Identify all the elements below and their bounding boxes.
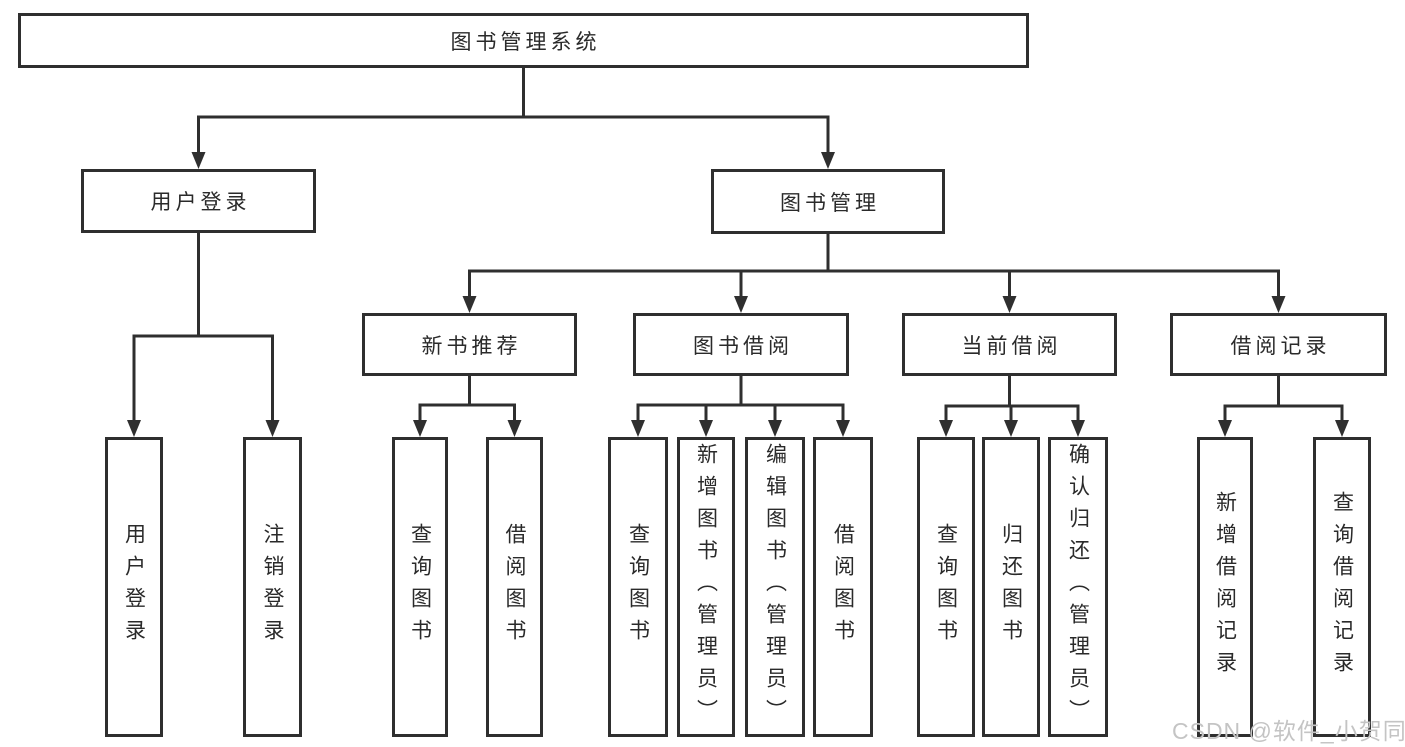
node-label: 借阅图书	[831, 523, 855, 651]
node-label: 用户登录	[122, 523, 146, 651]
leaf-borrow-books-recommend: 借阅图书	[486, 437, 543, 737]
leaf-add-borrow-record: 新增借阅记录	[1197, 437, 1253, 737]
connector-user-login-to-leaves	[127, 233, 280, 437]
leaf-user-login: 用户登录	[105, 437, 163, 737]
node-library-management-system: 图书管理系统	[18, 13, 1029, 68]
node-user-login: 用户登录	[81, 169, 316, 233]
leaf-query-books-borrow: 查询图书	[608, 437, 668, 737]
node-label: 查询图书	[934, 523, 958, 651]
node-label: 图书借阅	[693, 334, 793, 358]
node-label: 注销登录	[261, 523, 284, 651]
node-label: 归还图书	[999, 523, 1023, 651]
node-book-management: 图书管理	[711, 169, 945, 234]
connector-book-borrow-to-leaves	[631, 376, 850, 437]
leaf-borrow-books: 借阅图书	[813, 437, 873, 737]
leaf-return-books: 归还图书	[982, 437, 1040, 737]
node-label: 借阅记录	[1230, 334, 1331, 358]
connector-new-books-to-leaves	[413, 376, 522, 437]
node-label: 编辑图书（管理员）	[763, 443, 787, 731]
leaf-query-books-recommend: 查询图书	[392, 437, 448, 737]
connector-borrow-records-to-leaves	[1218, 376, 1349, 437]
connector-book-management-to-sections	[462, 234, 1286, 313]
node-book-borrowing: 图书借阅	[633, 313, 849, 376]
connector-root-to-branches	[191, 68, 835, 169]
connector-current-borrow-to-leaves	[939, 376, 1085, 437]
node-current-borrowing: 当前借阅	[902, 313, 1117, 376]
node-label: 借阅图书	[503, 523, 526, 651]
node-borrowing-records: 借阅记录	[1170, 313, 1387, 376]
node-label: 查询图书	[408, 523, 432, 651]
leaf-edit-books-admin: 编辑图书（管理员）	[745, 437, 805, 737]
node-label: 新书推荐	[421, 334, 522, 358]
leaf-confirm-return-admin: 确认归还（管理员）	[1048, 437, 1108, 737]
leaf-add-books-admin: 新增图书（管理员）	[677, 437, 735, 737]
leaf-query-borrow-record: 查询借阅记录	[1313, 437, 1371, 737]
node-label: 新增借阅记录	[1213, 491, 1237, 683]
node-label: 查询借阅记录	[1330, 491, 1354, 683]
csdn-watermark: CSDN @软件_小贺同学	[1172, 718, 1405, 744]
node-new-book-recommendation: 新书推荐	[362, 313, 577, 376]
node-label: 用户登录	[150, 191, 251, 214]
node-label: 新增图书（管理员）	[694, 443, 718, 731]
node-label: 图书管理	[780, 191, 880, 215]
node-label: 查询图书	[626, 523, 650, 651]
leaf-query-books-current: 查询图书	[917, 437, 975, 737]
node-label: 当前借阅	[961, 334, 1062, 358]
node-label: 确认归还（管理员）	[1066, 443, 1090, 731]
node-label: 图书管理系统	[450, 30, 601, 54]
leaf-logout: 注销登录	[243, 437, 302, 737]
